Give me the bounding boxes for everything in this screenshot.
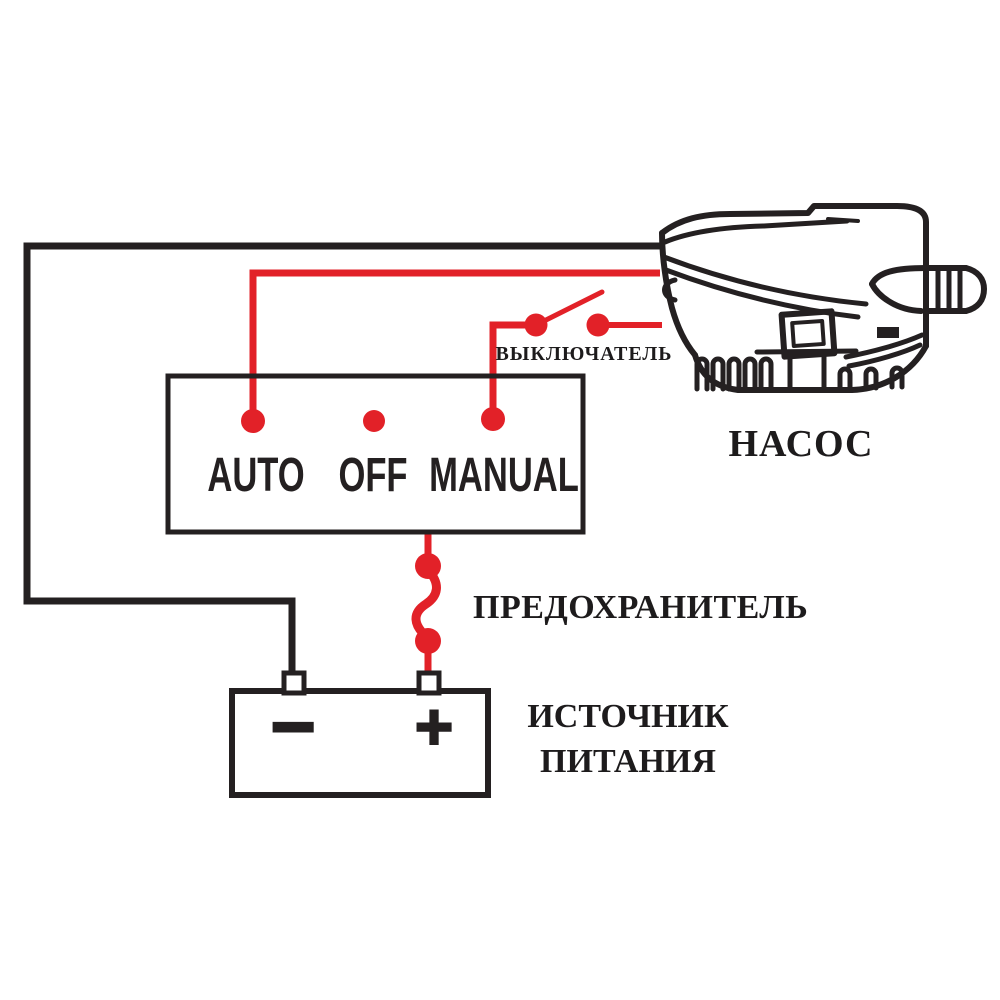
switch-panel-box (165, 373, 586, 535)
wire-manual-to-switch-red (489, 321, 536, 419)
switch-label: ВЫКЛЮЧАТЕЛЬ (495, 343, 673, 365)
power-source-label: ИСТОЧНИК ПИТАНИЯ (478, 694, 778, 784)
off-terminal-dot (363, 410, 385, 432)
switch-left-contact-dot (524, 313, 548, 337)
fuse-squiggle (411, 565, 441, 642)
power-source-label-line2: ПИТАНИЯ (540, 743, 716, 780)
manual-terminal-dot (481, 407, 505, 431)
panel-label-off: OFF (338, 449, 408, 502)
battery-negative-sign: − (269, 682, 317, 770)
switch-open-arm (533, 289, 605, 328)
fuse-bottom-dot (415, 628, 441, 654)
fuse-label: ПРЕДОХРАНИТЕЛЬ (473, 589, 809, 626)
panel-label-auto: AUTO (207, 449, 305, 502)
strainer-slits-right (837, 365, 905, 391)
switch-right-contact-dot (586, 313, 610, 337)
pump-drawing (659, 203, 987, 393)
pump-label: НАСОС (728, 423, 874, 465)
battery-positive-terminal (416, 670, 442, 696)
battery-negative-terminal (281, 670, 307, 696)
panel-label-manual: MANUAL (429, 449, 579, 502)
battery-drawing (229, 670, 491, 798)
strainer-clip (778, 308, 838, 360)
wire-auto-to-pump-red (249, 269, 660, 421)
battery-positive-sign: + (414, 689, 455, 763)
pump-vent-dash (877, 327, 899, 338)
auto-terminal-dot (241, 409, 265, 433)
strainer-slits-left (694, 356, 774, 392)
battery-box (229, 688, 491, 798)
wire-negative-black (23, 242, 662, 674)
fuse-top-dot (415, 553, 441, 579)
power-source-label-line1: ИСТОЧНИК (527, 698, 729, 735)
